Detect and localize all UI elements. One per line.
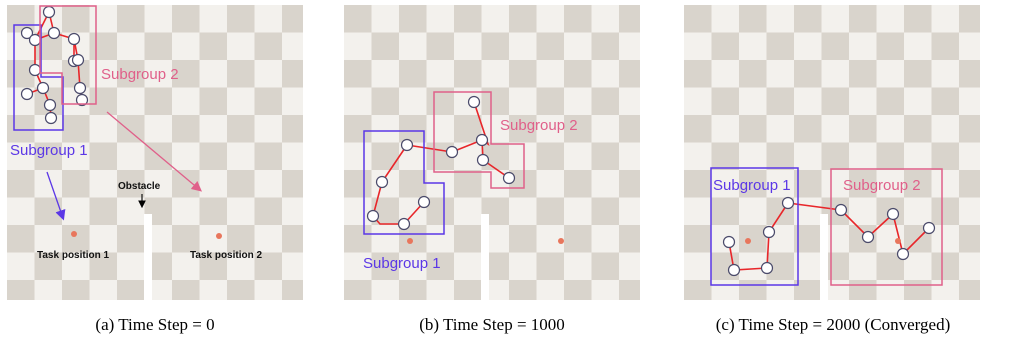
robot xyxy=(71,53,85,67)
task-dot-b1 xyxy=(407,238,413,244)
subgroup1-arrow-a xyxy=(46,171,66,221)
panel-a: Subgroup 2 Subgroup 1 Obstacle Task posi… xyxy=(7,5,303,300)
robot xyxy=(896,247,910,261)
robots-b xyxy=(366,95,516,231)
robot xyxy=(502,171,516,185)
subgroup1-label-c: Subgroup 1 xyxy=(713,177,791,194)
robot xyxy=(417,195,431,209)
robot xyxy=(375,175,389,189)
robot xyxy=(467,95,481,109)
robot xyxy=(760,261,774,275)
obstacle-b xyxy=(481,214,489,300)
robots-a xyxy=(20,5,89,125)
robot xyxy=(861,230,875,244)
task2-label: Task position 2 xyxy=(190,250,262,261)
robot xyxy=(762,225,776,239)
robot xyxy=(28,63,42,77)
task-dot-b2 xyxy=(558,238,564,244)
robot xyxy=(366,209,380,223)
subgroup1-boundary-a xyxy=(13,24,64,131)
robot xyxy=(922,221,936,235)
subgroup2-label-a: Subgroup 2 xyxy=(101,66,179,83)
robot xyxy=(47,26,61,40)
subgroup1-boundary-c xyxy=(710,167,799,286)
task-dot-c2 xyxy=(895,238,901,244)
robot xyxy=(67,32,81,46)
panel-b: Subgroup 2 Subgroup 1 xyxy=(344,5,640,300)
obstacle-c xyxy=(820,214,828,300)
robot xyxy=(476,153,490,167)
caption-c: (c) Time Step = 2000 (Converged) xyxy=(716,315,951,334)
robot xyxy=(886,207,900,221)
robot xyxy=(781,196,795,210)
task-dot-2 xyxy=(216,233,222,239)
subgroup1-label-b: Subgroup 1 xyxy=(363,255,441,272)
subgroup2-boundary-b xyxy=(433,91,525,189)
robot xyxy=(73,81,87,95)
panel-c: Subgroup 1 Subgroup 2 xyxy=(684,5,980,300)
subgroup2-label-b: Subgroup 2 xyxy=(500,117,578,134)
robot xyxy=(445,145,459,159)
subgroup2-label-c: Subgroup 2 xyxy=(843,177,921,194)
robot xyxy=(722,235,736,249)
robot xyxy=(400,138,414,152)
robots-c xyxy=(722,196,936,277)
subgroup2-arrow-a xyxy=(106,111,202,192)
obstacle-a xyxy=(144,214,152,300)
obstacle-label: Obstacle xyxy=(118,181,161,192)
robot xyxy=(28,33,42,47)
robot xyxy=(475,133,489,147)
subgroup1-label-a: Subgroup 1 xyxy=(10,142,88,159)
subgroup2-boundary-a xyxy=(39,5,97,105)
board-c xyxy=(684,5,980,300)
subgroup1-boundary-b xyxy=(363,130,445,235)
robot xyxy=(397,217,411,231)
board-b xyxy=(344,5,640,300)
subgroup2-boundary-c xyxy=(830,168,943,286)
robot xyxy=(727,263,741,277)
task1-label: Task position 1 xyxy=(37,250,109,261)
robot xyxy=(20,87,34,101)
task-dot-1 xyxy=(71,231,77,237)
task-dot-c1 xyxy=(745,238,751,244)
robot xyxy=(42,5,56,19)
robot xyxy=(75,93,89,107)
robot xyxy=(834,203,848,217)
robot xyxy=(20,26,34,40)
caption-a: (a) Time Step = 0 xyxy=(95,315,214,334)
robot xyxy=(44,111,58,125)
robot xyxy=(36,81,50,95)
caption-b: (b) Time Step = 1000 xyxy=(419,315,565,334)
robot xyxy=(43,98,57,112)
